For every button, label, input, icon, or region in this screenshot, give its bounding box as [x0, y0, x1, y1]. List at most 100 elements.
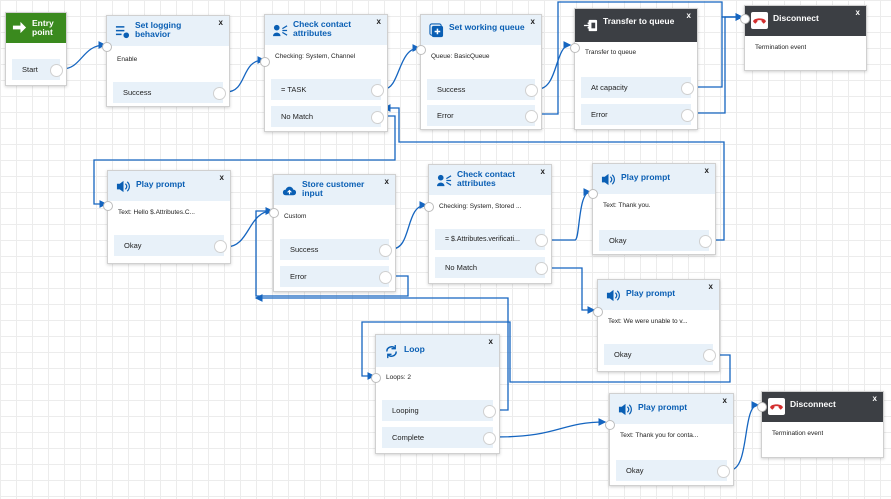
store-input-port[interactable]	[269, 208, 279, 218]
wire-logging-to-check1	[225, 56, 266, 93]
speaker-icon	[601, 173, 615, 186]
store-close-icon[interactable]: x	[384, 177, 389, 186]
queue-output-error[interactable]: Error	[427, 105, 538, 126]
check2-close-icon[interactable]: x	[540, 167, 545, 176]
speaker-icon	[606, 289, 620, 302]
prompt2-close-icon[interactable]: x	[704, 166, 709, 175]
wire-prompt1-to-store	[225, 207, 274, 248]
wire-queue-success-to-transfer	[537, 41, 572, 90]
prompt4-input-port[interactable]	[605, 420, 615, 430]
prompt1-header: Play prompt x	[108, 171, 230, 201]
store-output-error[interactable]: Error	[280, 266, 392, 287]
check2-output-match[interactable]: = $.Attributes.verificati...	[435, 229, 548, 250]
wire-nomatch-to-prompt1	[93, 115, 396, 208]
cloud-input-icon	[282, 186, 297, 196]
prompt4-title: Play prompt	[638, 402, 688, 412]
check2-body: Checking: System, Stored ...	[439, 203, 522, 210]
loop-output-looping[interactable]: Looping	[382, 400, 496, 421]
check1-title: Check contact attributes	[293, 19, 352, 38]
check2-input-port[interactable]	[424, 202, 434, 212]
transfer-output-error[interactable]: Error	[581, 104, 694, 125]
check1-close-icon[interactable]: x	[376, 17, 381, 26]
check1-header: Check contact attributes x	[265, 15, 387, 45]
play-prompt-block-1[interactable]: Play prompt x Text: Hello $.Attributes.C…	[103, 170, 231, 264]
disconnect1-title: Disconnect	[773, 13, 819, 23]
wire-check2-match-to-prompt2	[548, 188, 592, 241]
queue-close-icon[interactable]: x	[530, 17, 535, 26]
disconnect-block-2[interactable]: Disconnect x Termination event	[757, 391, 884, 458]
wire-store-error-to-loop	[255, 207, 409, 297]
transfer-close-icon[interactable]: x	[686, 11, 691, 20]
prompt3-input-port[interactable]	[593, 307, 603, 317]
prompt4-output-okay[interactable]: Okay	[616, 460, 730, 481]
transfer-queue-block[interactable]: Transfer to queue x Transfer to queue At…	[570, 8, 698, 130]
logging-close-icon[interactable]: x	[218, 18, 223, 27]
loop-input-port[interactable]	[371, 373, 381, 383]
prompt1-input-port[interactable]	[103, 201, 113, 211]
wire-atcap-to-disconnect	[694, 13, 744, 88]
check1-input-port[interactable]	[260, 57, 270, 67]
check-attributes-block-1[interactable]: Check contact attributes x Checking: Sys…	[260, 14, 388, 132]
queue-input-port[interactable]	[416, 45, 426, 55]
play-prompt-block-2[interactable]: Play prompt x Text: Thank you. Okay	[588, 163, 716, 255]
store-title: Store customer input	[302, 179, 365, 198]
logging-output-success[interactable]: Success	[113, 82, 226, 103]
logging-input-port[interactable]	[102, 42, 112, 52]
disconnect1-header: Disconnect x	[745, 6, 866, 36]
transfer-input-port[interactable]	[570, 43, 580, 53]
phone-hangup-icon	[768, 398, 785, 415]
prompt2-body: Text: Thank you.	[603, 202, 651, 209]
prompt1-close-icon[interactable]: x	[219, 173, 224, 182]
disconnect2-close-icon[interactable]: x	[872, 394, 877, 403]
logging-block[interactable]: Set logging behavior x Enable Success	[102, 15, 230, 107]
prompt2-input-port[interactable]	[588, 189, 598, 199]
play-prompt-block-4[interactable]: Play prompt x Text: Thank you for conta.…	[605, 393, 734, 486]
transfer-output-atcapacity[interactable]: At capacity	[581, 77, 694, 98]
prompt4-header: Play prompt x	[610, 394, 733, 424]
disconnect1-body: Termination event	[755, 44, 807, 51]
wire-prompt4-to-disconnect2	[729, 401, 760, 471]
loop-output-complete[interactable]: Complete	[382, 427, 496, 448]
entry-point-header: Entry point	[6, 13, 66, 43]
disconnect1-close-icon[interactable]: x	[855, 8, 860, 17]
prompt3-close-icon[interactable]: x	[708, 282, 713, 291]
check-attributes-block-2[interactable]: Check contact attributes x Checking: Sys…	[424, 164, 552, 284]
entry-point-title: Entry point	[32, 18, 54, 37]
loop-close-icon[interactable]: x	[488, 337, 493, 346]
store-input-block[interactable]: Store customer input x Custom Success Er…	[269, 174, 396, 292]
prompt2-output-okay[interactable]: Okay	[599, 230, 712, 251]
speaker-icon	[618, 403, 632, 416]
prompt2-header: Play prompt x	[593, 164, 715, 194]
check1-output-nomatch[interactable]: No Match	[271, 106, 384, 127]
wire-task-to-queue	[383, 44, 421, 90]
queue-header: Set working queue x	[421, 15, 541, 45]
wire-store-success-to-check2	[391, 201, 428, 250]
prompt1-output-okay[interactable]: Okay	[114, 235, 227, 256]
queue-body: Queue: BasicQueue	[431, 53, 490, 60]
store-output-success[interactable]: Success	[280, 239, 392, 260]
disconnect2-input-port[interactable]	[757, 402, 767, 412]
disconnect-block-1[interactable]: Disconnect x Termination event	[740, 5, 867, 71]
prompt3-output-okay[interactable]: Okay	[604, 344, 716, 365]
queue-output-success[interactable]: Success	[427, 79, 538, 100]
loop-icon	[386, 344, 397, 359]
play-prompt-block-3[interactable]: Play prompt x Text: We were unable to v.…	[593, 279, 720, 372]
set-queue-block[interactable]: Set working queue x Queue: BasicQueue Su…	[416, 14, 542, 130]
loop-block[interactable]: Loop x Loops: 2 Looping Complete	[371, 334, 500, 454]
wire-transfer-error-to-disconnect	[694, 13, 744, 114]
check2-output-nomatch[interactable]: No Match	[435, 257, 548, 278]
prompt4-close-icon[interactable]: x	[722, 396, 727, 405]
transfer-header: Transfer to queue x	[575, 9, 697, 42]
loop-body: Loops: 2	[386, 374, 411, 381]
logging-icon	[115, 26, 130, 39]
entry-point-block[interactable]: Entry point Start	[5, 12, 67, 86]
disconnect2-body: Termination event	[772, 430, 824, 437]
disconnect2-header: Disconnect x	[762, 392, 883, 422]
start-output[interactable]: Start	[12, 59, 63, 80]
wire-start-to-logging	[61, 41, 107, 70]
check1-output-task[interactable]: = TASK	[271, 79, 384, 100]
transfer-icon	[583, 19, 598, 32]
disconnect1-input-port[interactable]	[740, 14, 750, 24]
prompt2-title: Play prompt	[621, 172, 671, 182]
loop-header: Loop x	[376, 335, 499, 367]
